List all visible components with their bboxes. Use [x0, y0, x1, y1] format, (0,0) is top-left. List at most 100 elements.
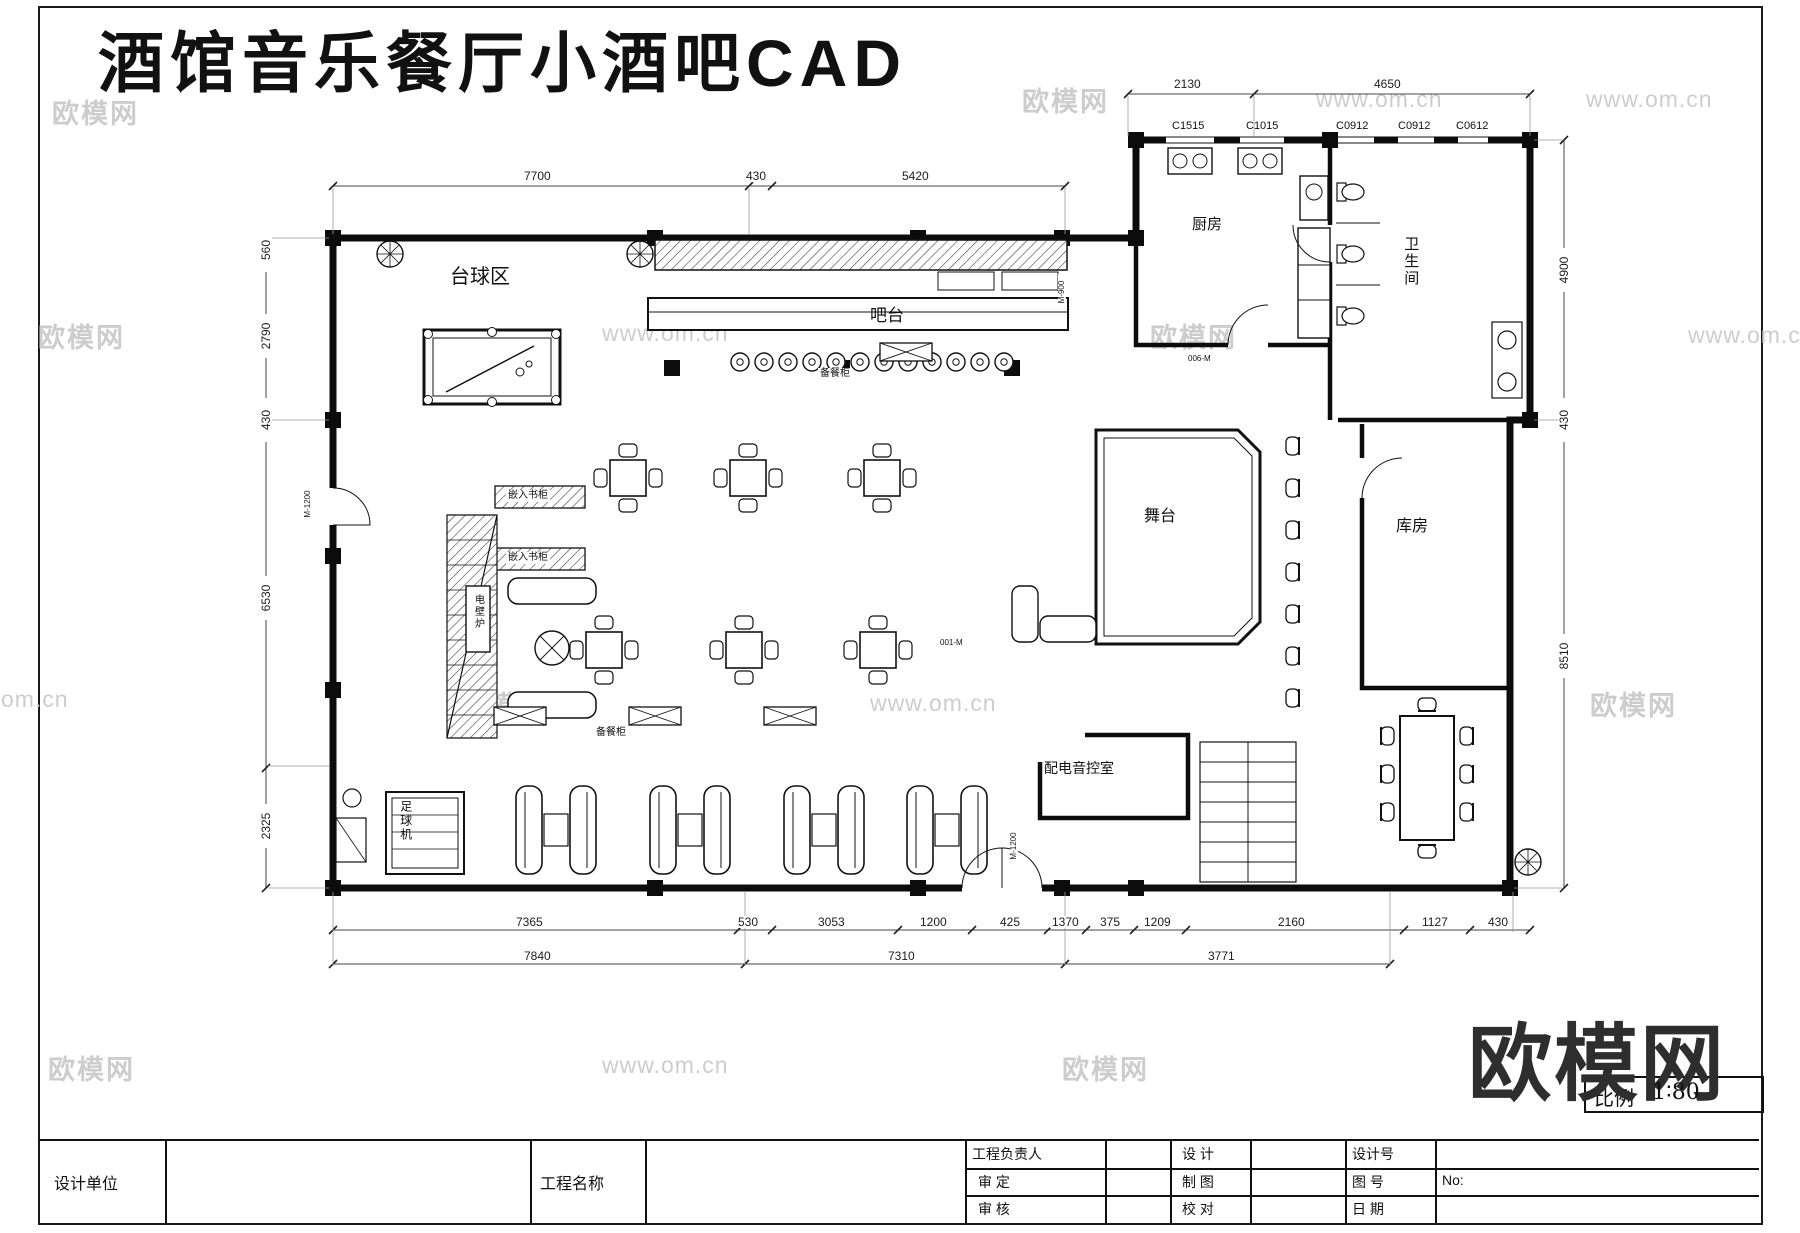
label-prep-cabinet: 备餐柜	[594, 727, 628, 739]
foosball-table	[335, 788, 465, 875]
dim: 2325	[259, 804, 273, 848]
title-block-divider	[965, 1141, 967, 1223]
stage-sofa-group	[1011, 585, 1097, 643]
dim: 560	[259, 228, 273, 272]
kitchen-equipment	[1167, 147, 1331, 346]
watermark-brand: 欧模网	[48, 1055, 135, 1085]
window-label: C1515	[1172, 120, 1205, 132]
sheet-title: 酒馆音乐餐厅小酒吧CAD	[98, 26, 907, 100]
dim: 1370	[1050, 915, 1081, 929]
window-label: C0612	[1456, 120, 1489, 132]
dim: 8510	[1557, 634, 1571, 678]
dim: 7310	[886, 949, 917, 963]
dim: 1200	[918, 915, 949, 929]
dim: 375	[1098, 915, 1123, 929]
door-label: M-900	[1057, 274, 1066, 310]
dim: 3771	[1206, 949, 1237, 963]
room-label-storeroom: 库房	[1396, 518, 1429, 535]
dim: 530	[736, 915, 761, 929]
dining-tables	[569, 443, 917, 685]
dim: 3053	[816, 915, 847, 929]
dim: 7840	[522, 949, 553, 963]
dim: 430	[1486, 915, 1511, 929]
title-block-divider	[1170, 1141, 1172, 1223]
title-block-divider	[965, 1168, 1759, 1170]
tb-draft: 制 图	[1182, 1174, 1214, 1190]
watermark-url: www.om.cn	[602, 1052, 729, 1078]
title-block-divider	[1345, 1141, 1347, 1223]
door-label: M-1200	[1009, 828, 1018, 864]
label-fireplace: 电壁炉	[470, 594, 486, 630]
dim: 2160	[1276, 915, 1307, 929]
dim: 430	[744, 169, 769, 183]
title-block	[38, 1139, 1759, 1223]
scale-box	[1584, 1076, 1764, 1113]
room-label-restroom: 卫生间	[1402, 236, 1420, 287]
sheet-frame	[38, 6, 1763, 1225]
restroom-fixtures	[1336, 182, 1523, 399]
label-bookcase: 嵌入书柜	[506, 552, 550, 564]
dim: 4650	[1372, 77, 1403, 91]
watermark-url: www.om.cn	[1586, 86, 1713, 112]
dim: 6530	[259, 576, 273, 620]
window-label: C0912	[1398, 120, 1431, 132]
watermark-url: www.om.cn	[1688, 322, 1800, 348]
room-label-foosball: 足球机	[398, 800, 413, 842]
dim: 1209	[1142, 915, 1173, 929]
watermark-url: www.om.cn	[870, 690, 997, 716]
dim: 5420	[900, 169, 931, 183]
label-prep-cabinet: 备餐柜	[818, 368, 852, 380]
brand-logo: 欧模网	[1468, 1017, 1727, 1111]
room-label-kitchen: 厨房	[1192, 216, 1223, 233]
watermark-brand: 欧模网	[1022, 87, 1109, 117]
tb-no: No:	[1442, 1172, 1464, 1188]
title-block-divider	[1250, 1141, 1252, 1223]
window-label: C1015	[1246, 120, 1279, 132]
watermark-url: www.om.cn	[1316, 86, 1443, 112]
tb-proof: 校 对	[1182, 1201, 1214, 1217]
door-label: 006-M	[1186, 354, 1213, 364]
tb-design: 设 计	[1182, 1146, 1214, 1162]
door-label: M-1200	[303, 486, 312, 522]
tb-approve: 审 定	[978, 1174, 1010, 1190]
windows	[1166, 133, 1488, 147]
tb-sheet-no: 图 号	[1352, 1174, 1384, 1190]
dim: 2790	[259, 314, 273, 358]
title-block-divider	[965, 1195, 1759, 1197]
inner-walls	[1037, 140, 1528, 821]
title-block-divider	[530, 1141, 532, 1223]
prep-cabinets	[493, 706, 817, 726]
conference-table	[1380, 697, 1542, 876]
watermark-brand: 欧模网	[38, 323, 125, 353]
label-bookcase: 嵌入书柜	[506, 490, 550, 502]
dim: 7365	[514, 915, 545, 929]
tb-design-unit: 设计单位	[54, 1176, 119, 1193]
tb-project-name: 工程名称	[540, 1176, 605, 1193]
watermark-brand: 欧模网	[1062, 1055, 1149, 1085]
room-label-stage: 舞台	[1144, 508, 1177, 525]
room-label-control-room: 配电音控室	[1044, 760, 1114, 776]
dim: 2130	[1172, 77, 1203, 91]
dim: 4900	[1557, 248, 1571, 292]
stage-platform	[1094, 428, 1262, 646]
title-block-divider	[165, 1141, 167, 1223]
room-label-billiards: 台球区	[450, 266, 510, 288]
stage-side-chairs	[1285, 436, 1300, 708]
watermark-url: www.om.cn	[0, 686, 69, 712]
bar-counter	[647, 239, 1069, 372]
room-label-bar: 吧台	[870, 306, 904, 325]
scale-value: 1∶80	[1652, 1080, 1700, 1105]
dim: 7700	[522, 169, 553, 183]
tb-check: 审 核	[978, 1201, 1010, 1217]
booth-seating	[515, 785, 988, 875]
scale-label: 比例	[1594, 1088, 1634, 1110]
watermark-brand: 欧模网	[52, 99, 139, 129]
title-block-divider	[1105, 1141, 1107, 1223]
dim: 1127	[1420, 915, 1450, 929]
dimension-lines	[261, 89, 1569, 969]
window-label: C0912	[1336, 120, 1369, 132]
dim: 430	[1557, 398, 1571, 442]
door-label: 001-M	[938, 638, 965, 648]
stairs	[1199, 741, 1297, 883]
